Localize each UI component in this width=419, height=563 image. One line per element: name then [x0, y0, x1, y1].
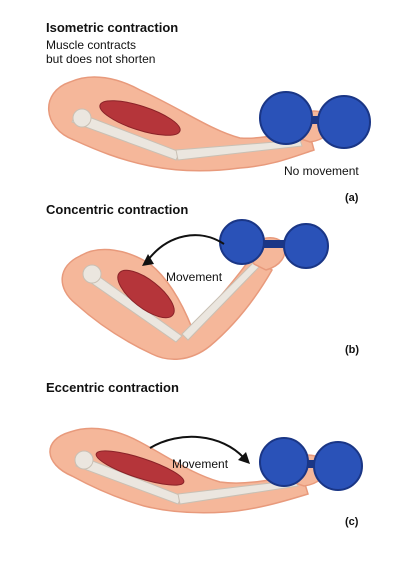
panel-label: (b) [345, 344, 360, 356]
forearm-bone [177, 479, 299, 505]
dumbbell-weight [219, 219, 265, 265]
movement-label: Movement [172, 457, 229, 471]
biceps-muscle [117, 269, 175, 319]
arrowhead [142, 254, 154, 266]
dumbbell-weight [259, 91, 313, 145]
dumbbell-weight [317, 95, 371, 149]
panel-isometric: Isometric contraction Muscle contracts b… [0, 0, 419, 204]
dumbbell-handle [284, 460, 334, 468]
biceps-muscle [99, 100, 181, 136]
panel-eccentric: Eccentric contraction Movement (c) [0, 370, 419, 563]
panel-subtitle-line: Muscle contracts [46, 38, 137, 52]
arm-illustration [61, 219, 329, 360]
panel-label: (a) [345, 192, 359, 204]
dumbbell-weight [313, 441, 363, 491]
no-movement-label: No movement [284, 164, 359, 178]
panel-label: (c) [345, 516, 359, 528]
movement-arrow [147, 234, 225, 261]
dumbbell-weight [283, 223, 329, 269]
panel-title: Isometric contraction [46, 20, 179, 35]
arm-illustration [49, 427, 363, 514]
panel-title: Concentric contraction [46, 202, 189, 217]
panel-concentric: Concentric contraction Movement (b) [0, 200, 419, 370]
dumbbell-handle [244, 240, 304, 248]
dumbbell-weight [259, 437, 309, 487]
biceps-muscle [95, 450, 185, 486]
movement-arrow [149, 435, 245, 459]
panel-subtitle-line: but does not shorten [46, 52, 156, 66]
forearm-bone [175, 139, 303, 161]
movement-label: Movement [166, 270, 223, 284]
panel-title: Eccentric contraction [46, 380, 179, 395]
arrowhead [238, 452, 250, 464]
arm-illustration [47, 76, 371, 172]
